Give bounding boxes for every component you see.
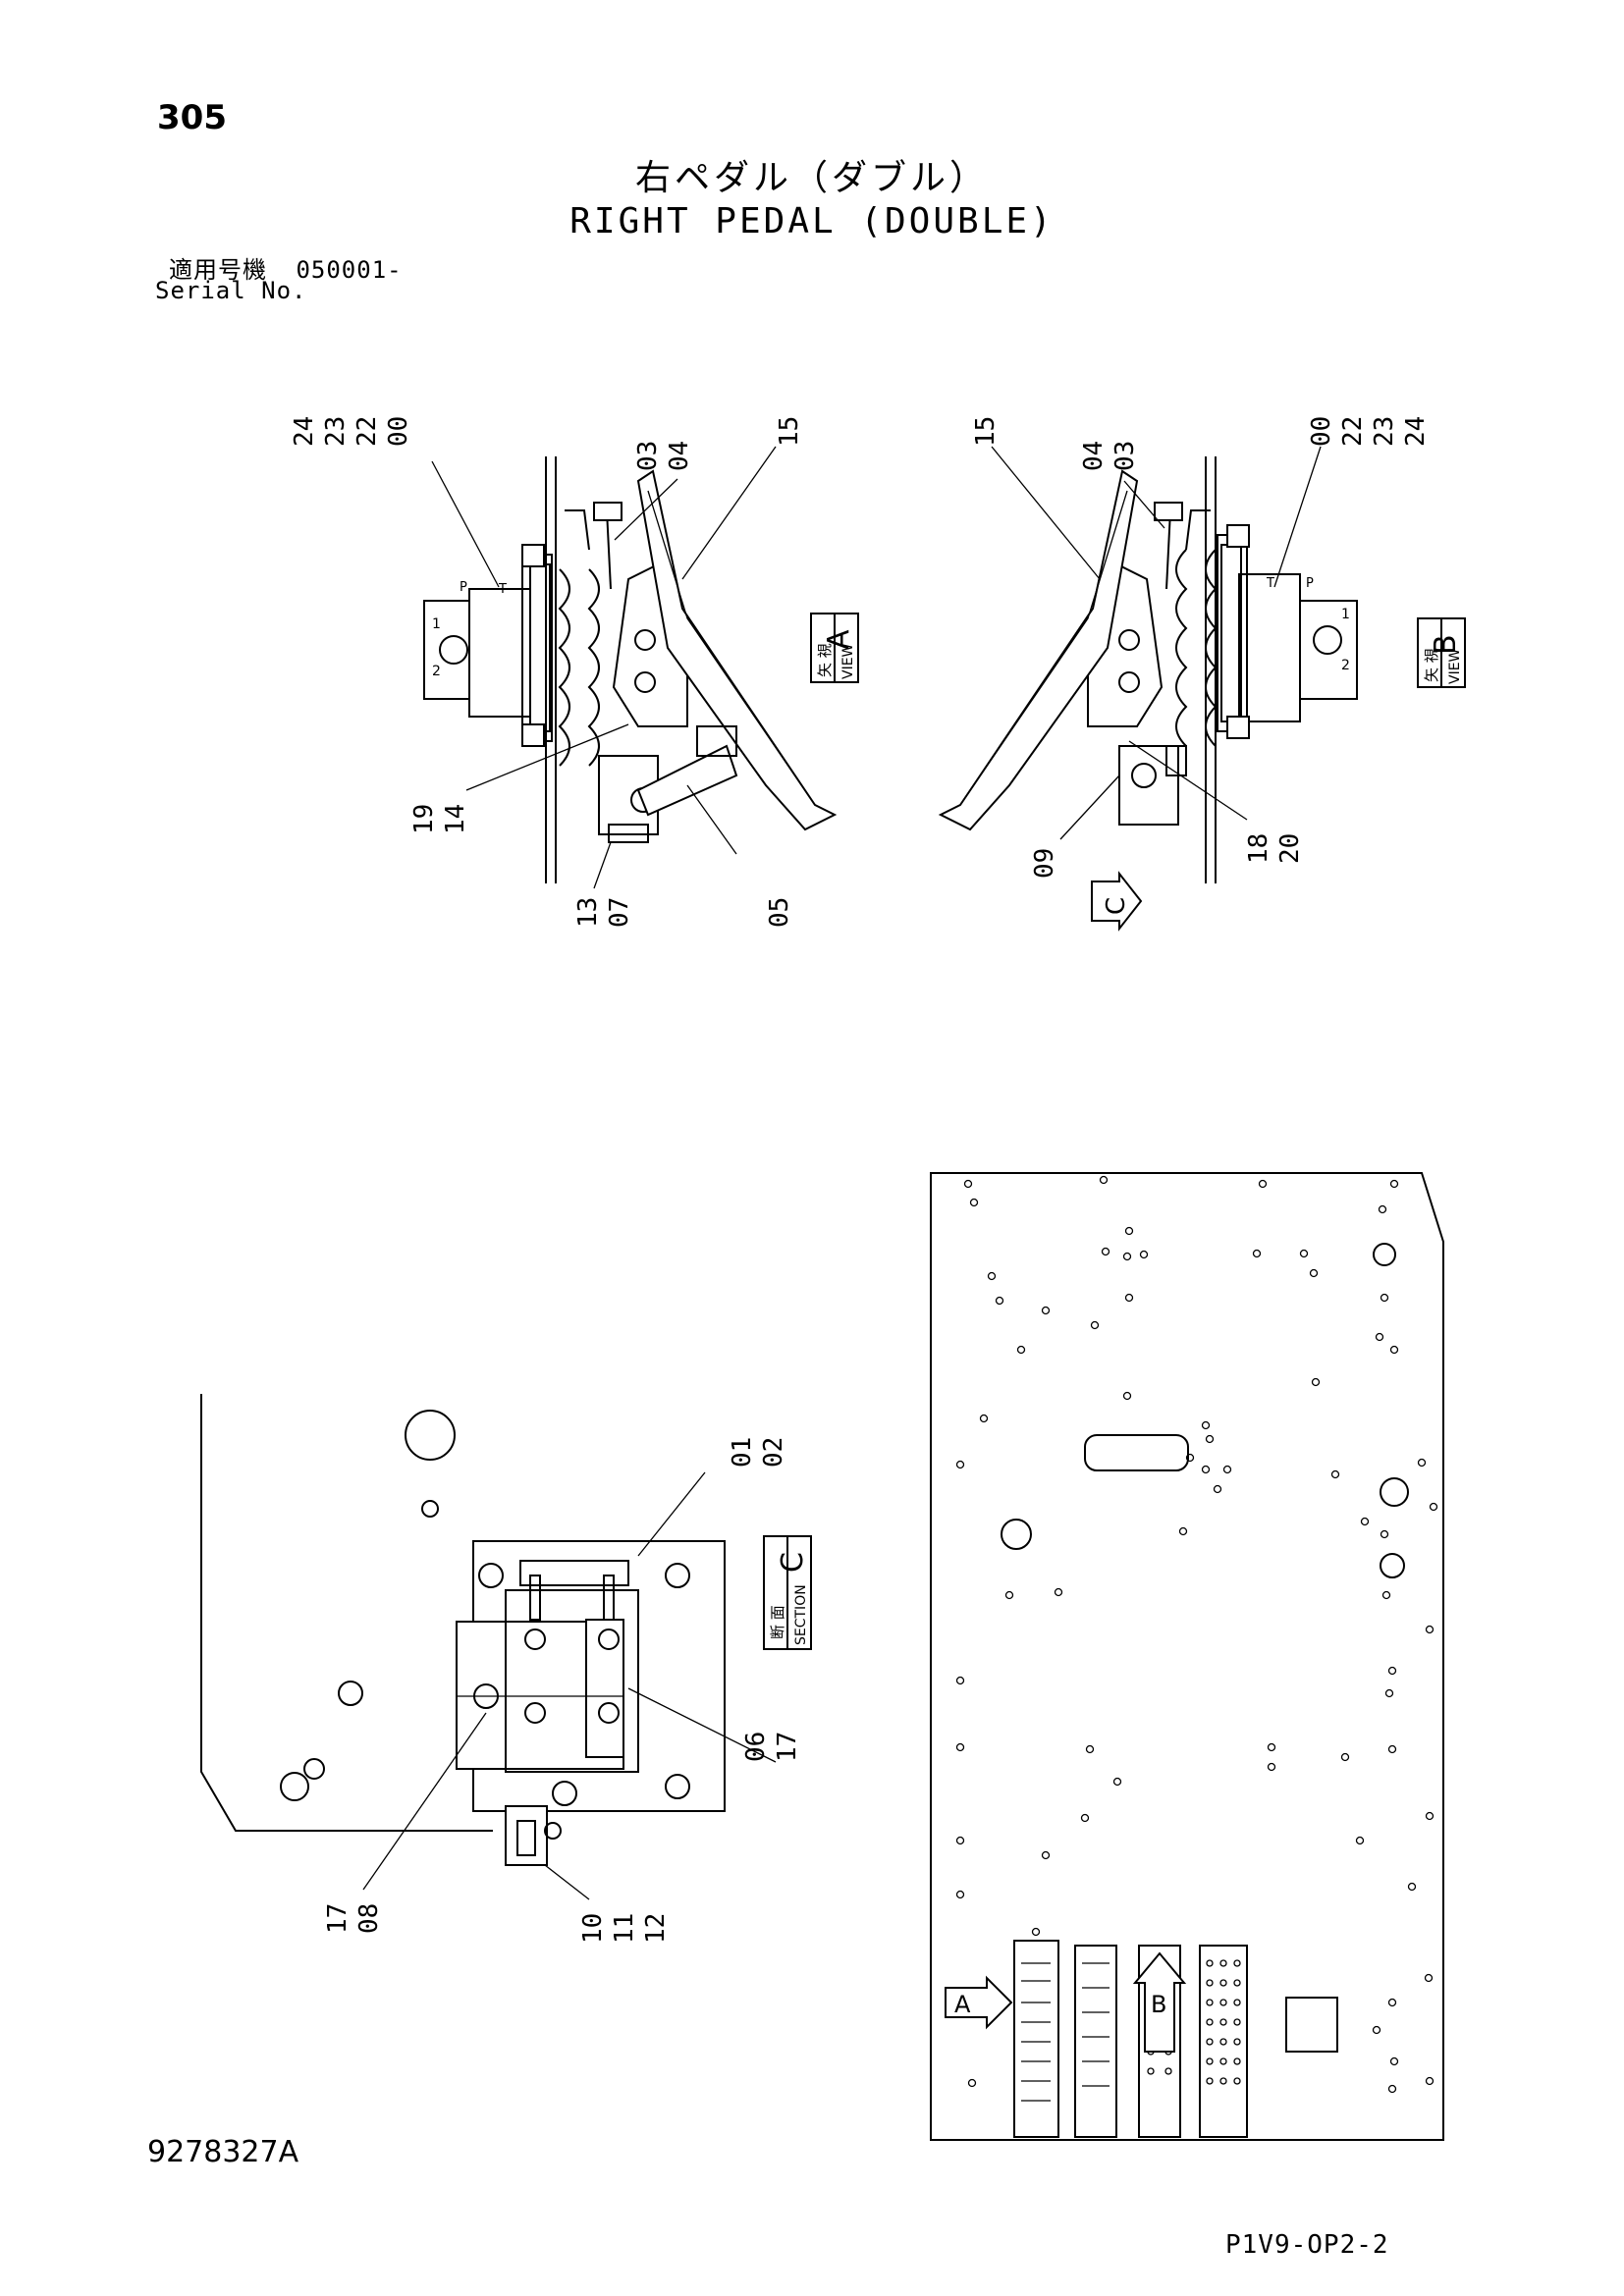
callout: 19 [409, 804, 439, 834]
view-tag-en: VIEW [840, 643, 856, 679]
callout: 15 [775, 416, 804, 447]
callout: 17 [323, 1903, 352, 1934]
serial-label-english: Serial No. [155, 277, 307, 304]
port-label: P [1306, 576, 1314, 591]
callout: 22 [352, 416, 382, 447]
callout: 20 [1275, 833, 1305, 864]
serial-line-japanese: 適用号機 050001- [169, 250, 403, 285]
title-japanese: 右ペダル（ダブル） [634, 158, 989, 198]
callout: 24 [290, 416, 319, 447]
port-label: P [460, 580, 467, 595]
port-label: 1 [432, 616, 441, 632]
view-tag-letter: A [822, 629, 856, 650]
callout: 04 [1079, 441, 1109, 471]
callout: 05 [765, 897, 794, 928]
section-c-drawing: 01 02 06 17 17 08 10 11 12 断 面 SECTION C [200, 1394, 812, 1944]
callout: 12 [641, 1913, 671, 1944]
callout: 23 [321, 416, 351, 447]
callout: 15 [971, 416, 1001, 447]
callout: 04 [665, 441, 694, 471]
serial-value: 050001- [296, 256, 403, 284]
section-tag-letter: C [776, 1552, 810, 1573]
page-number: 305 [157, 98, 227, 137]
drawing-number: 9278327A [147, 2135, 299, 2169]
floor-arrow-b: B [1151, 1991, 1166, 2018]
view-tag-jp: 矢 視 [816, 643, 834, 677]
callout: 00 [1307, 416, 1336, 447]
port-label: 2 [1341, 658, 1350, 673]
callout: 24 [1401, 416, 1431, 447]
callout: 23 [1370, 416, 1399, 447]
callout: 18 [1244, 833, 1273, 864]
callout: 03 [633, 441, 663, 471]
callout: 03 [1110, 441, 1140, 471]
floor-arrow-a: A [954, 1991, 971, 2018]
callout: 00 [384, 416, 413, 447]
callout: 10 [578, 1913, 608, 1944]
view-b-drawing: T P 1 2 C 15 04 03 00 22 23 24 [938, 416, 1466, 932]
callout: 17 [773, 1732, 802, 1762]
callout: 01 [728, 1437, 757, 1468]
view-a-drawing: P T 1 2 24 23 22 00 03 04 15 [290, 416, 859, 928]
port-label: T [498, 582, 507, 597]
serial-label-jp: 適用号機 [169, 256, 267, 284]
callout: 14 [441, 804, 470, 834]
callout: 07 [605, 897, 634, 928]
sheet-code: P1V9-OP2-2 [1225, 2230, 1389, 2260]
callout: 22 [1338, 416, 1368, 447]
callout: 06 [741, 1732, 771, 1762]
title-english: RIGHT PEDAL (DOUBLE) [569, 201, 1055, 241]
callout: 11 [610, 1913, 639, 1944]
view-tag-en: VIEW [1447, 648, 1463, 684]
view-tag-letter: B [1429, 634, 1463, 655]
section-tag-en: SECTION [793, 1584, 809, 1645]
port-label: 2 [432, 664, 441, 679]
view-tag-jp: 矢 視 [1423, 648, 1440, 682]
callout: 09 [1030, 848, 1059, 879]
port-label: 1 [1341, 607, 1350, 622]
callout: 13 [573, 897, 603, 928]
section-arrow-c: C [1102, 897, 1131, 915]
section-tag-jp: 断 面 [769, 1605, 786, 1639]
floor-plate-drawing: A B [930, 1172, 1444, 2141]
callout: 08 [354, 1903, 384, 1934]
port-label: T [1266, 576, 1274, 591]
callout: 02 [759, 1437, 788, 1468]
